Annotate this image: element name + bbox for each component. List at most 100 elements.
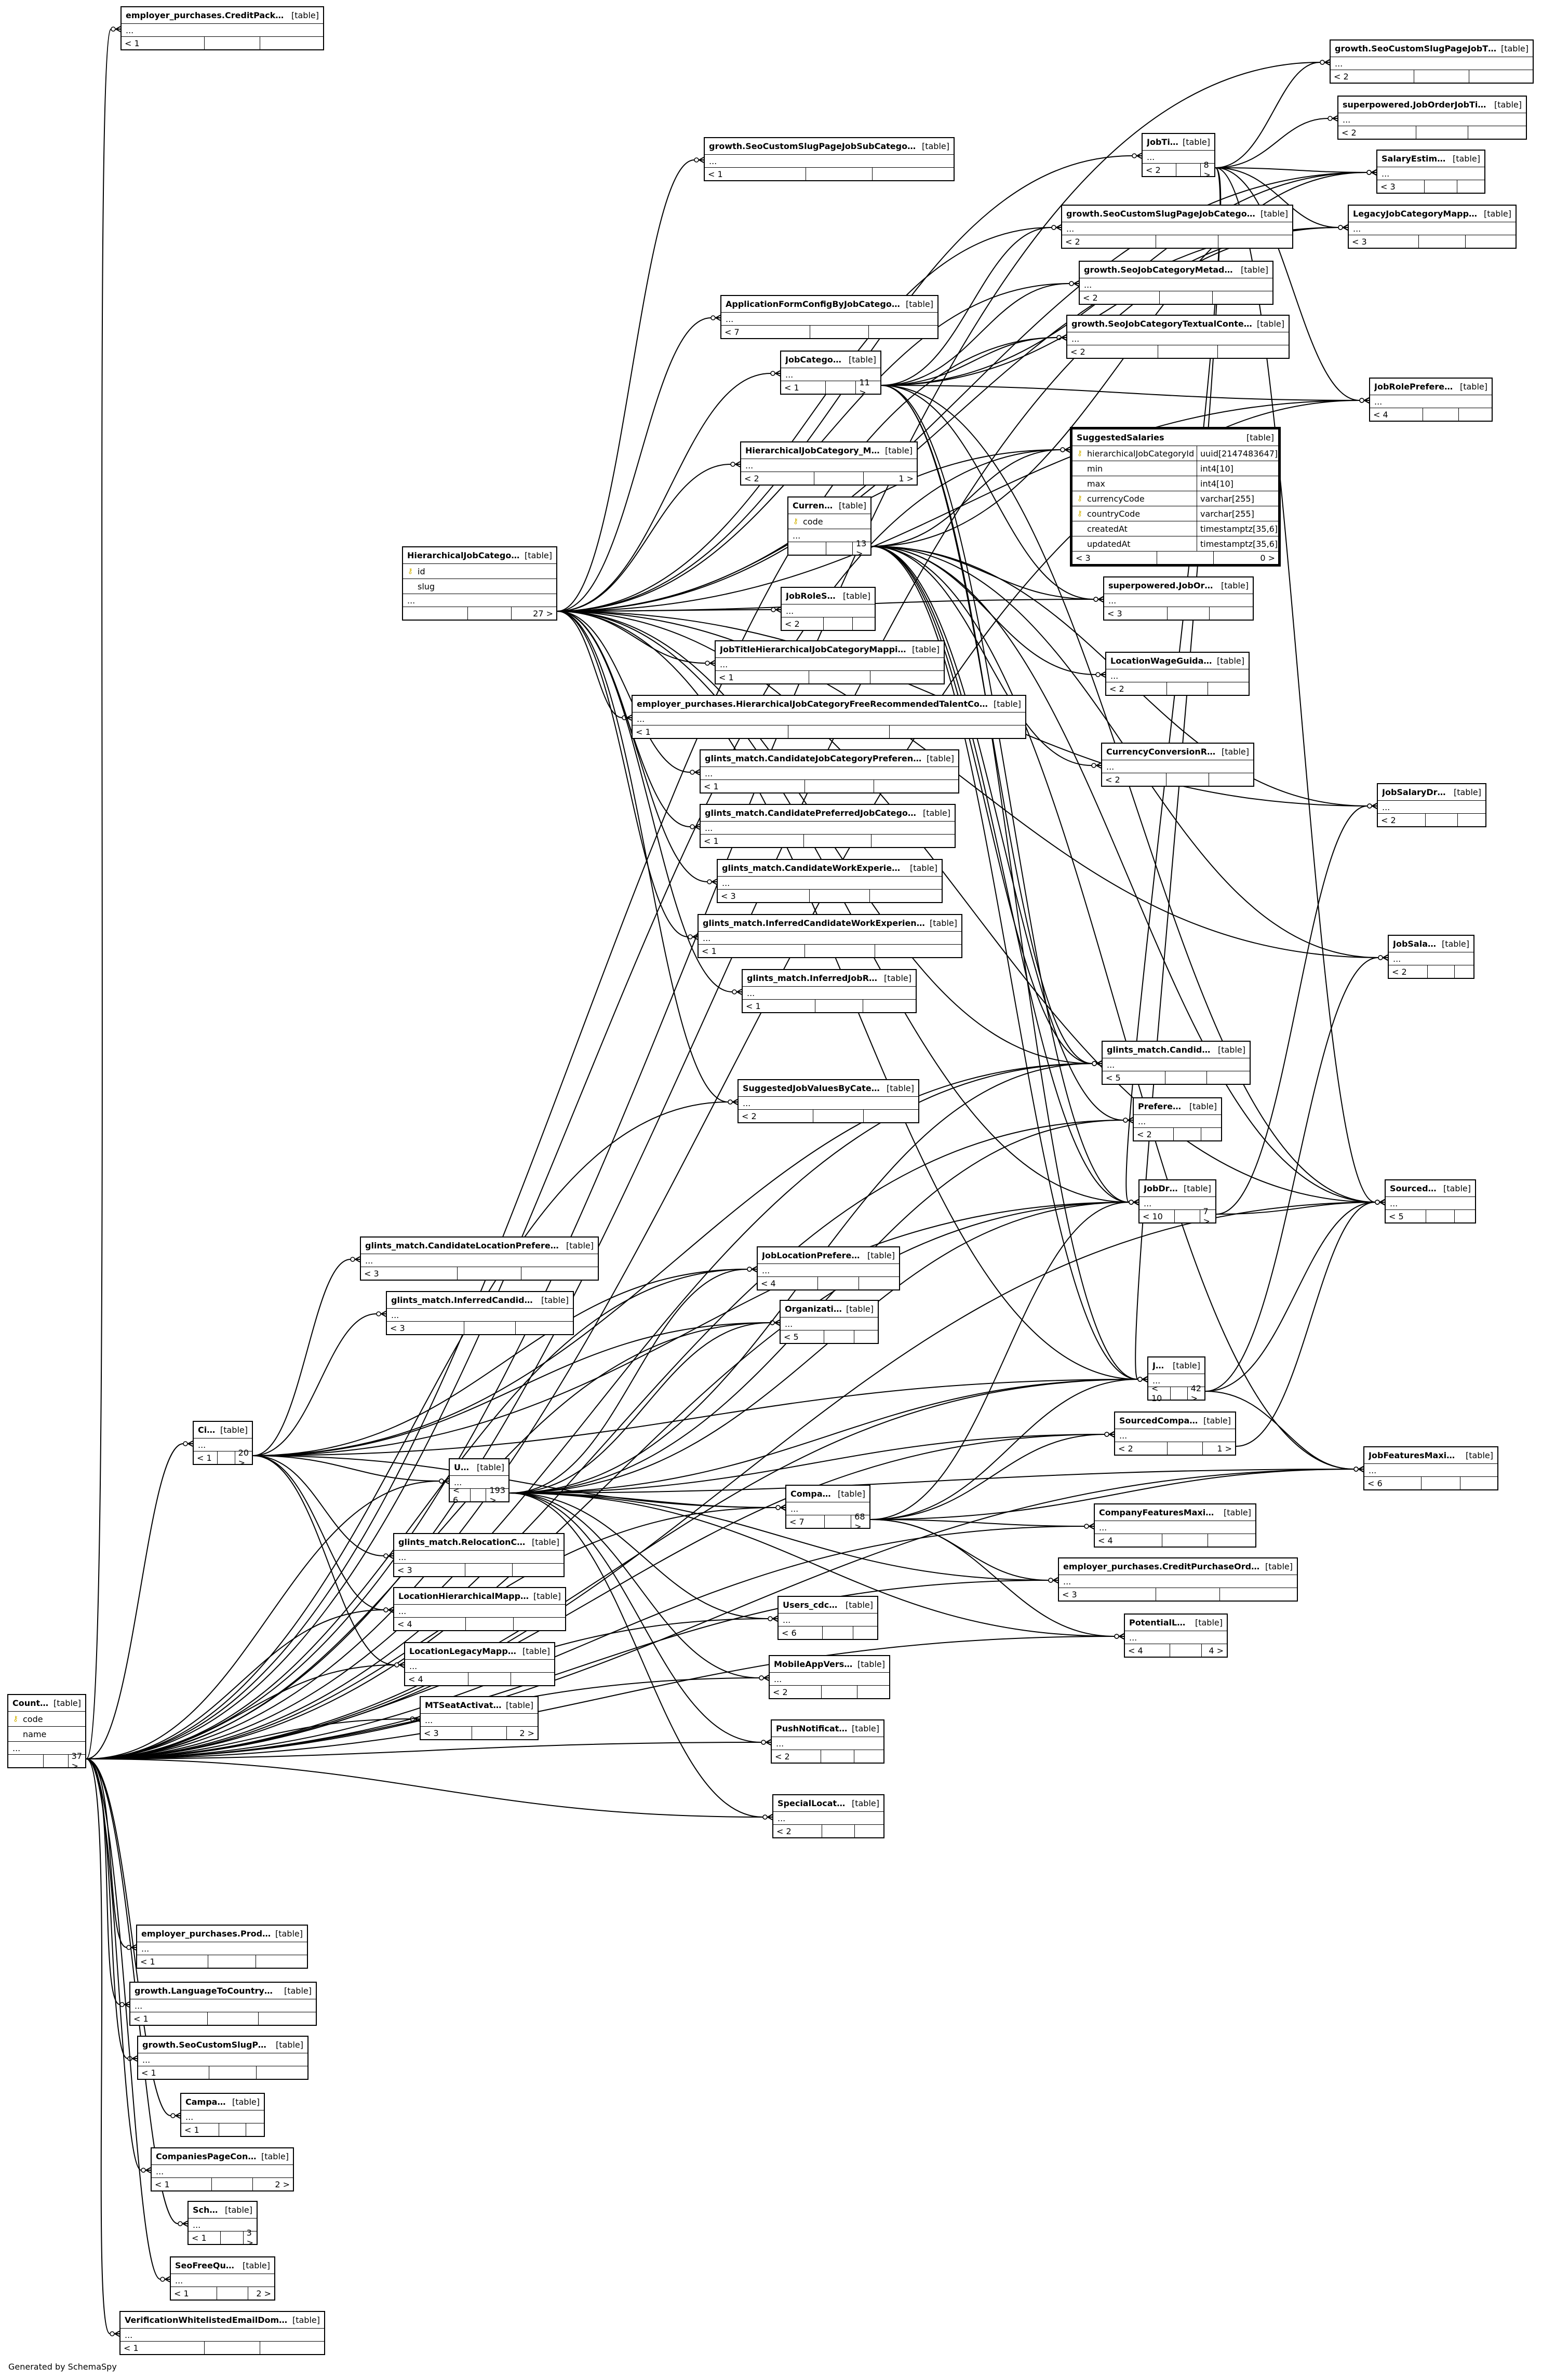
table-type-tag: [table] bbox=[851, 1798, 879, 1808]
table-superpowered-joborderjobtitles[interactable]: superpowered.JobOrderJobTitles[table]...… bbox=[1337, 96, 1527, 140]
table-glints-match-inferredjobroles[interactable]: glints_match.InferredJobRoles[table]...<… bbox=[742, 969, 917, 1013]
parents-count: < 5 bbox=[784, 1332, 799, 1342]
table-preferences[interactable]: Preferences[table]...< 2 bbox=[1133, 1097, 1222, 1141]
relationship-counts: < 2 bbox=[782, 617, 875, 630]
table-pushnotifications[interactable]: PushNotifications[table]...< 2 bbox=[771, 1719, 884, 1764]
relationship-line bbox=[881, 337, 1066, 386]
table-locationwageguidance[interactable]: LocationWageGuidance[table]...< 2 bbox=[1105, 652, 1250, 696]
parents-count: < 3 bbox=[721, 891, 736, 901]
table-jobtitles[interactable]: JobTitles[table]...< 28 > bbox=[1142, 133, 1215, 180]
table-campaigns[interactable]: Campaigns[table]...< 1 bbox=[180, 2093, 265, 2137]
table-applicationformconfigbyjobcategories[interactable]: ApplicationFormConfigByJobCategories[tab… bbox=[720, 295, 938, 339]
table-glints-match-candidateworkexperiences[interactable]: glints_match.CandidateWorkExperiences[ta… bbox=[717, 859, 943, 903]
table-jobsalarydrafts[interactable]: JobSalaryDrafts[table]...< 2 bbox=[1377, 783, 1486, 827]
table-jobroleskills[interactable]: JobRoleSkills[table]...< 2 bbox=[781, 587, 876, 631]
table-name: JobSalaryDrafts bbox=[1382, 787, 1450, 797]
table-growth-seojobcategorytextualcontents[interactable]: growth.SeoJobCategoryTextualContents[tab… bbox=[1066, 315, 1290, 359]
crows-foot-marker bbox=[1137, 1376, 1148, 1382]
relationship-line bbox=[509, 1492, 771, 1743]
table-suggestedsalaries[interactable]: SuggestedSalaries[table]⚷hierarchicalJob… bbox=[1070, 427, 1281, 567]
table-schools[interactable]: Schools[table]...< 13 > bbox=[187, 2201, 258, 2248]
relationship-line bbox=[557, 611, 700, 773]
table-verificationwhitelistedemaildomains[interactable]: VerificationWhitelistedEmailDomains[tabl… bbox=[119, 2311, 325, 2355]
table-jobsalaries[interactable]: JobSalaries[table]...< 2 bbox=[1388, 935, 1474, 979]
table-currencyconversionrates[interactable]: CurrencyConversionRates[table]...< 2 bbox=[1101, 743, 1254, 787]
table-locationhierarchicalmappings[interactable]: LocationHierarchicalMappings[table]...< … bbox=[393, 1587, 566, 1631]
table-type-tag: [table] bbox=[909, 863, 937, 873]
table-glints-match-relocationcities[interactable]: glints_match.RelocationCities[table]...<… bbox=[393, 1533, 565, 1577]
table-glints-match-candidatelocationpreferences[interactable]: glints_match.CandidateLocationPreference… bbox=[360, 1236, 599, 1281]
table-type-tag: [table] bbox=[1260, 209, 1288, 219]
table-employer-purchases-creditpackages[interactable]: employer_purchases.CreditPackages[table]… bbox=[120, 6, 324, 50]
children-count bbox=[874, 945, 961, 957]
table-speciallocations[interactable]: SpecialLocations[table]...< 2 bbox=[772, 1794, 884, 1838]
table-glints-match-candidatepreferredjobcategories[interactable]: glints_match.CandidatePreferredJobCatego… bbox=[700, 804, 956, 848]
table-employer-purchases-creditpurchaseorders[interactable]: employer_purchases.CreditPurchaseOrders[… bbox=[1058, 1557, 1298, 1602]
table-cities[interactable]: Cities[table]...< 120 > bbox=[193, 1421, 253, 1468]
table-glints-match-candidates[interactable]: glints_match.Candidates[table]...< 5 bbox=[1102, 1041, 1251, 1085]
table-seofreequeries[interactable]: SeoFreeQueries[table]...< 12 > bbox=[170, 2256, 275, 2301]
table-sourcedcompanies[interactable]: SourcedCompanies[table]...< 21 > bbox=[1114, 1411, 1236, 1456]
table-users-cdc-test[interactable]: Users_cdc_test[table]...< 6 bbox=[777, 1596, 878, 1640]
table-salaryestimates[interactable]: SalaryEstimates[table]...< 3 bbox=[1376, 150, 1485, 194]
table-mtseatactivations[interactable]: MTSeatActivations[table]...< 32 > bbox=[420, 1696, 539, 1740]
relationship-line bbox=[252, 1259, 360, 1456]
table-jobdrafts[interactable]: JobDrafts[table]...< 107 > bbox=[1138, 1179, 1216, 1226]
table-growth-seocustomslugpages[interactable]: growth.SeoCustomSlugPages[table]...< 1 bbox=[137, 2036, 309, 2080]
table-legacyjobcategorymappings[interactable]: LegacyJobCategoryMappings[table]...< 3 bbox=[1348, 205, 1517, 249]
table-glints-match-inferredcandidates[interactable]: glints_match.InferredCandidates[table]..… bbox=[386, 1291, 574, 1335]
children-count bbox=[520, 1267, 598, 1280]
table-header: Organizations[table] bbox=[781, 1301, 878, 1317]
more-columns-ellipsis: ... bbox=[716, 658, 944, 671]
table-currencies[interactable]: Currencies[table]⚷code...13 > bbox=[787, 496, 871, 558]
count-spacer bbox=[1162, 1534, 1207, 1547]
table-superpowered-joborders[interactable]: superpowered.JobOrders[table]...< 3 bbox=[1103, 576, 1254, 621]
table-header: LocationLegacyMappings[table] bbox=[405, 1643, 554, 1660]
table-growth-seojobcategorymetadatas[interactable]: growth.SeoJobCategoryMetadatas[table]...… bbox=[1079, 261, 1273, 305]
table-name: LocationHierarchicalMappings bbox=[398, 1591, 529, 1601]
relationship-line bbox=[86, 1758, 772, 1818]
table-potentialleads[interactable]: PotentialLeads[table]...< 44 > bbox=[1124, 1613, 1228, 1658]
parents-count: < 2 bbox=[1137, 1129, 1152, 1139]
children-count bbox=[889, 725, 1025, 738]
table-companies[interactable]: Companies[table]...< 768 > bbox=[785, 1485, 870, 1531]
children-count bbox=[260, 2342, 324, 2354]
relationship-counts: < 4 bbox=[1095, 1534, 1255, 1547]
table-growth-seocustomslugpagejobcategories[interactable]: growth.SeoCustomSlugPageJobCategories[ta… bbox=[1061, 205, 1293, 249]
count-spacer bbox=[207, 2012, 259, 2025]
table-organizations[interactable]: Organizations[table]...< 5 bbox=[780, 1300, 879, 1344]
table-growth-seocustomslugpagejobtitles[interactable]: growth.SeoCustomSlugPageJobTitles[table]… bbox=[1330, 39, 1534, 84]
table-mobileappversions[interactable]: MobileAppVersions[table]...< 2 bbox=[769, 1655, 890, 1699]
count-spacer bbox=[1418, 235, 1465, 248]
table-jobrolepreferences[interactable]: JobRolePreferences[table]...< 4 bbox=[1369, 378, 1493, 422]
table-locationlegacymappings[interactable]: LocationLegacyMappings[table]...< 4 bbox=[404, 1642, 555, 1686]
table-jobfeaturesmaximum[interactable]: JobFeaturesMaximum[table]...< 6 bbox=[1363, 1446, 1498, 1490]
table-growth-seocustomslugpagejobsubcategories[interactable]: growth.SeoCustomSlugPageJobSubCategories… bbox=[704, 137, 955, 181]
count-spacer bbox=[1176, 164, 1200, 176]
table-employer-purchases-hierarchicaljobcategoryfreerecommendedtalentcount[interactable]: employer_purchases.HierarchicalJobCatego… bbox=[632, 695, 1026, 739]
table-header: SpecialLocations[table] bbox=[773, 1795, 883, 1812]
table-suggestedjobvaluesbycategory[interactable]: SuggestedJobValuesByCategory[table]...< … bbox=[738, 1079, 919, 1123]
table-joblocationpreferences[interactable]: JobLocationPreferences[table]...< 4 bbox=[757, 1246, 900, 1290]
table-name: SourcedCompanies bbox=[1119, 1416, 1199, 1426]
table-companyfeaturesmaximum[interactable]: CompanyFeaturesMaximum[table]...< 4 bbox=[1094, 1503, 1256, 1548]
table-type-tag: [table] bbox=[1500, 44, 1528, 53]
table-growth-languagetocountrymaps[interactable]: growth.LanguageToCountryMaps[table]...< … bbox=[129, 1982, 317, 2026]
count-spacer bbox=[211, 2178, 252, 2190]
table-name: growth.SeoJobCategoryTextualContents bbox=[1071, 319, 1253, 329]
table-employer-purchases-products[interactable]: employer_purchases.Products[table]...< 1 bbox=[136, 1925, 308, 1969]
table-glints-match-inferredcandidateworkexperiences[interactable]: glints_match.InferredCandidateWorkExperi… bbox=[698, 914, 962, 958]
relationship-counts: < 1 bbox=[122, 37, 323, 49]
table-hierarchicaljobcategory-mptt[interactable]: HierarchicalJobCategory_MPTT[table]...< … bbox=[740, 441, 918, 486]
table-sourcedjobs[interactable]: SourcedJobs[table]...< 5 bbox=[1385, 1179, 1476, 1223]
table-jobtitlehierarchicaljobcategorymappings[interactable]: JobTitleHierarchicalJobCategoryMappings[… bbox=[715, 640, 945, 684]
table-glints-match-candidatejobcategorypreferences[interactable]: glints_match.CandidateJobCategoryPrefere… bbox=[700, 749, 959, 794]
